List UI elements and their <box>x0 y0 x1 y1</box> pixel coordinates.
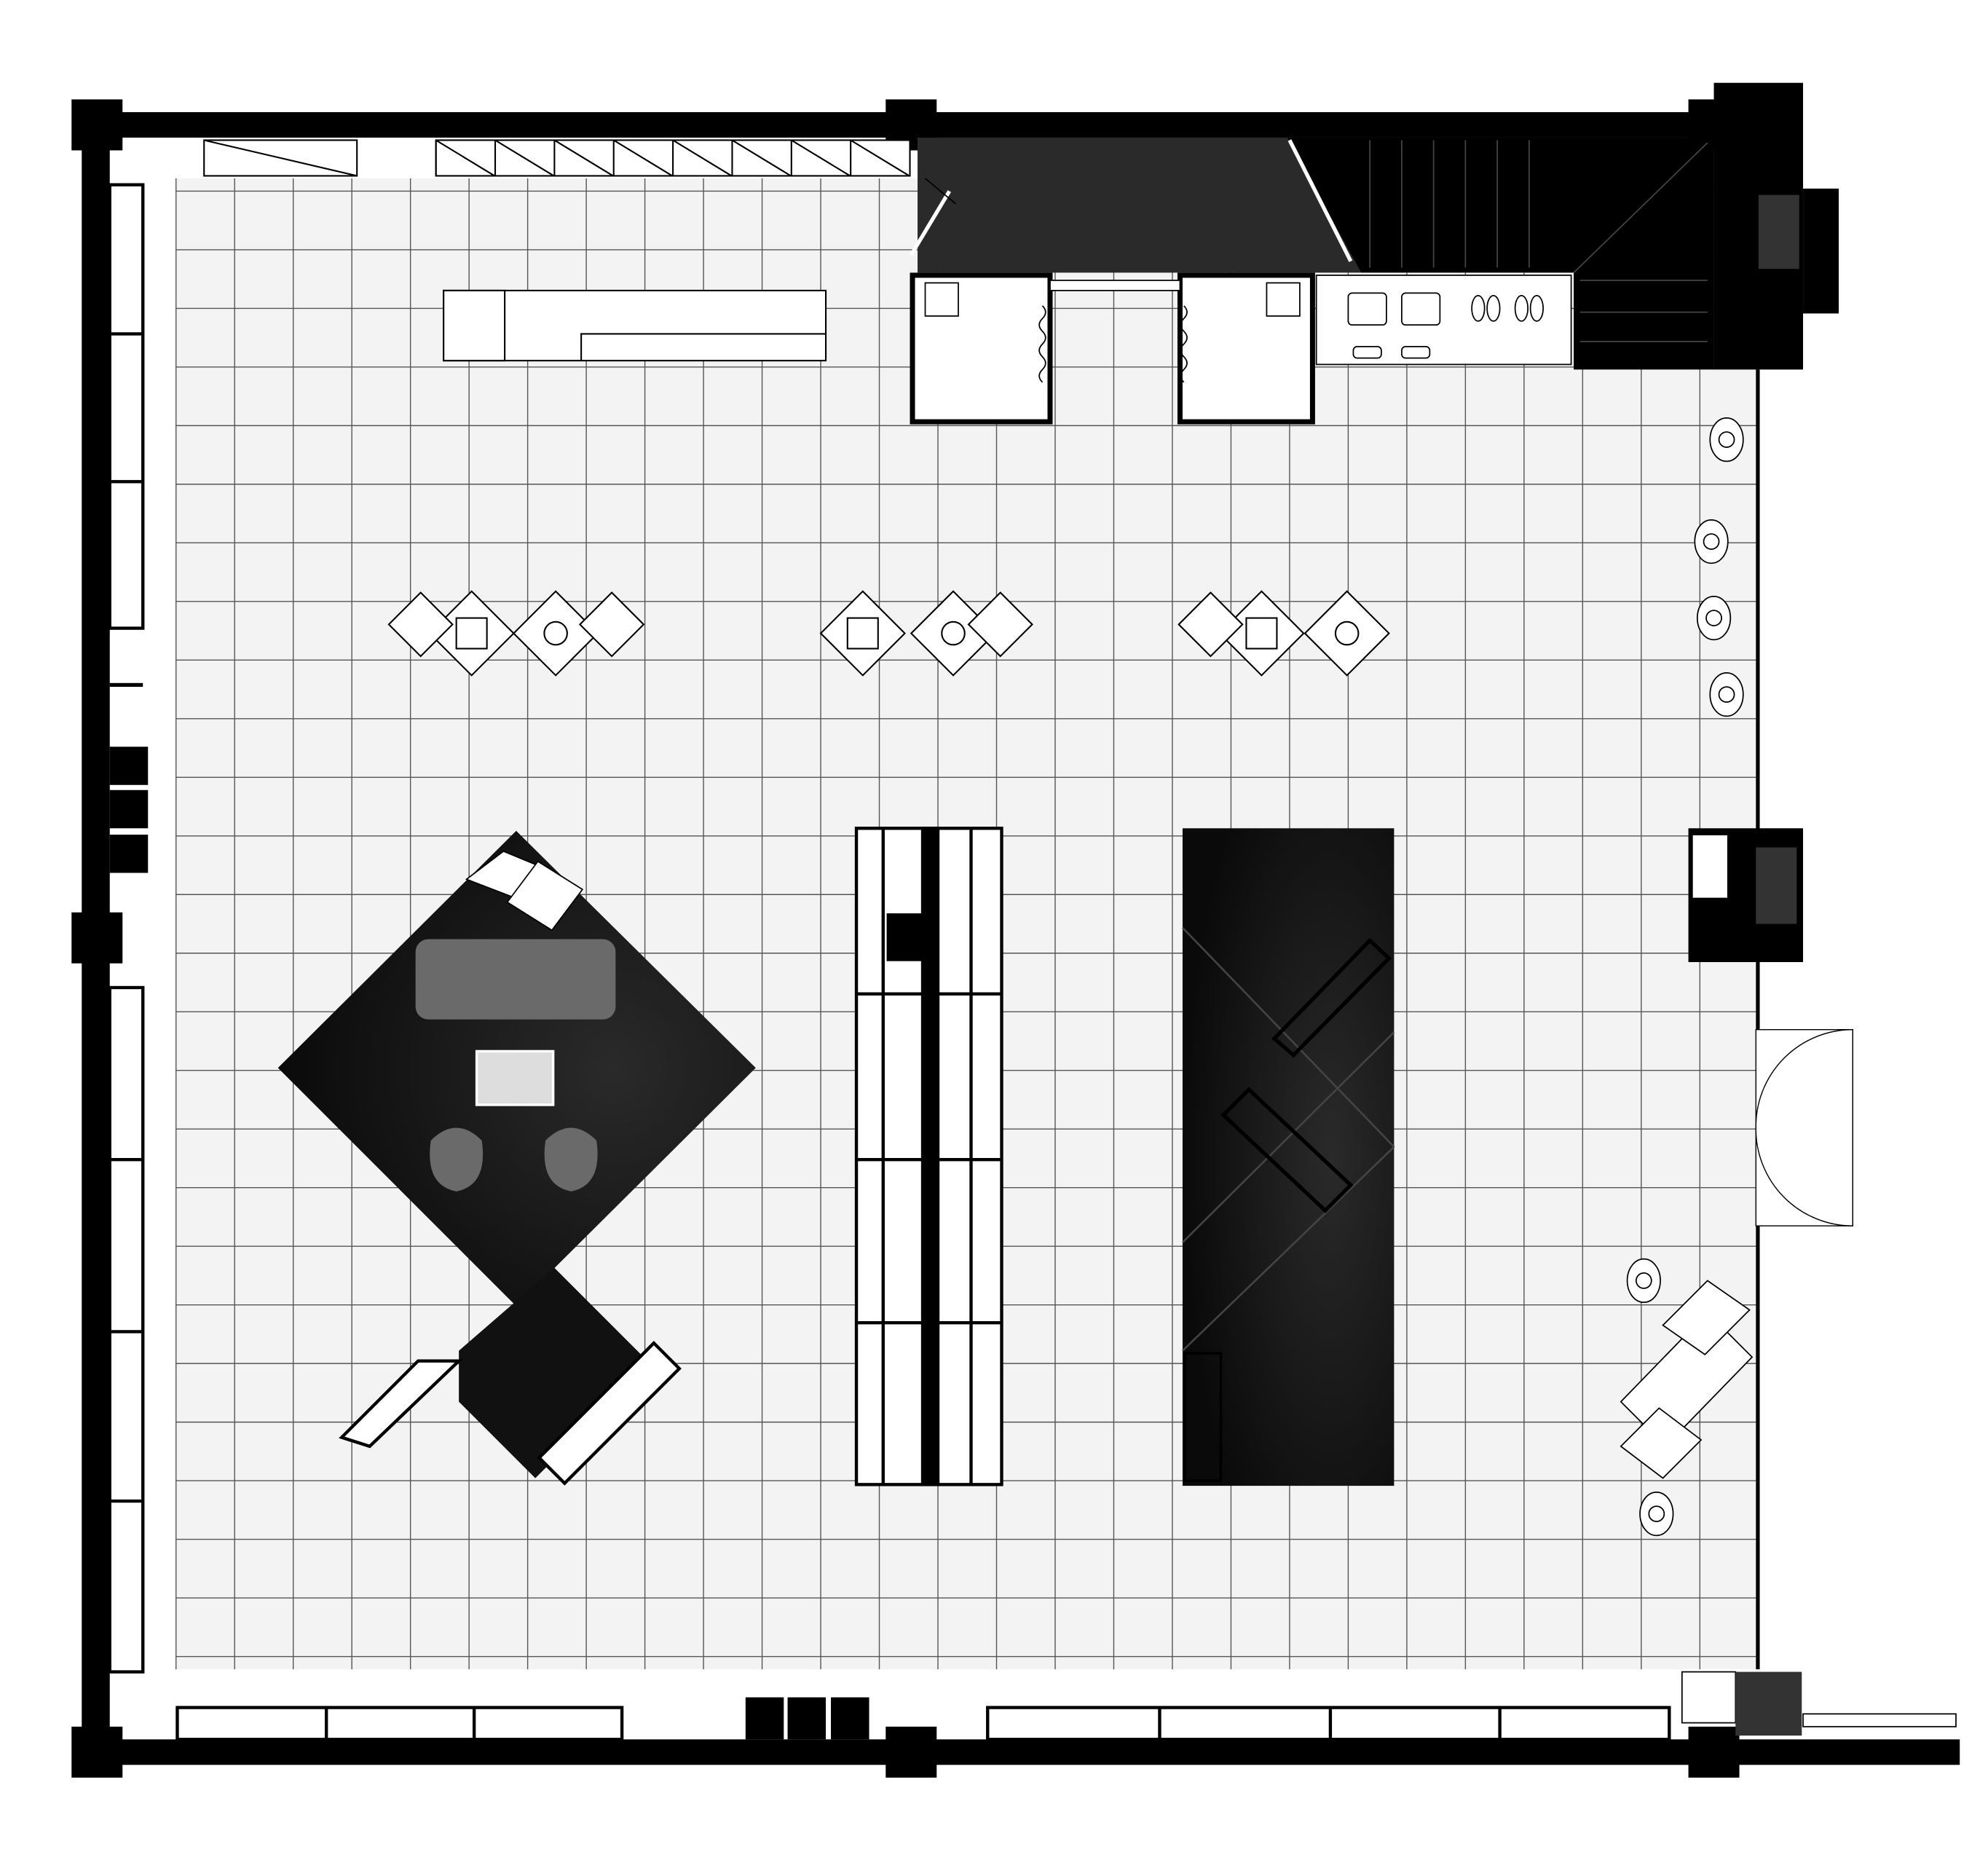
window-pane <box>731 139 792 177</box>
display-object <box>455 617 488 650</box>
chair-icon <box>1703 533 1720 550</box>
window-pane <box>850 139 910 177</box>
left-wall-dark-panels <box>109 682 149 873</box>
window-pane <box>613 139 673 177</box>
display-object <box>846 617 879 650</box>
bottom-right-door <box>1681 1671 1957 1736</box>
chair-icon <box>1705 610 1722 626</box>
display-object <box>1334 621 1360 646</box>
chimney-dark <box>1758 194 1799 269</box>
door-swing-icon[interactable] <box>924 178 957 205</box>
chair-icon <box>1718 686 1735 703</box>
display-pedestals <box>387 590 1390 677</box>
lounge-platform <box>277 830 756 1307</box>
shoe-display-shelf <box>1315 275 1572 366</box>
sink-icon <box>578 591 645 658</box>
entrance-door-swing-icon[interactable] <box>1755 1029 1853 1226</box>
window-pane <box>553 139 614 177</box>
window-pane <box>435 139 495 177</box>
display-object <box>941 621 966 646</box>
display-object <box>543 621 568 646</box>
checkout-desk <box>339 1267 682 1486</box>
left-wall-shelving <box>108 183 145 1674</box>
chair-icon <box>1718 431 1735 449</box>
sink-icon <box>967 591 1033 658</box>
fitting-room-details <box>924 280 1301 383</box>
window-pane <box>791 139 851 177</box>
window-pane <box>494 139 555 177</box>
column-icon <box>71 99 1740 1778</box>
window-pane <box>672 139 733 177</box>
right-wall-unit <box>1688 828 1804 962</box>
chair-icon <box>1648 1505 1665 1522</box>
display-object <box>1245 617 1278 650</box>
chair-icon <box>1635 1272 1652 1289</box>
central-clothing-rack <box>854 827 1003 1486</box>
stair-icon <box>910 137 1714 370</box>
sink-icon <box>1178 591 1244 658</box>
dark-display-table <box>1182 828 1395 1486</box>
sofa-corner <box>1620 1280 1754 1479</box>
sink-icon <box>387 591 454 658</box>
bottom-wall-shelving <box>175 1706 1671 1741</box>
reception-counter <box>443 289 827 362</box>
bottom-dark-panels <box>745 1697 869 1740</box>
top-windows <box>203 139 911 177</box>
